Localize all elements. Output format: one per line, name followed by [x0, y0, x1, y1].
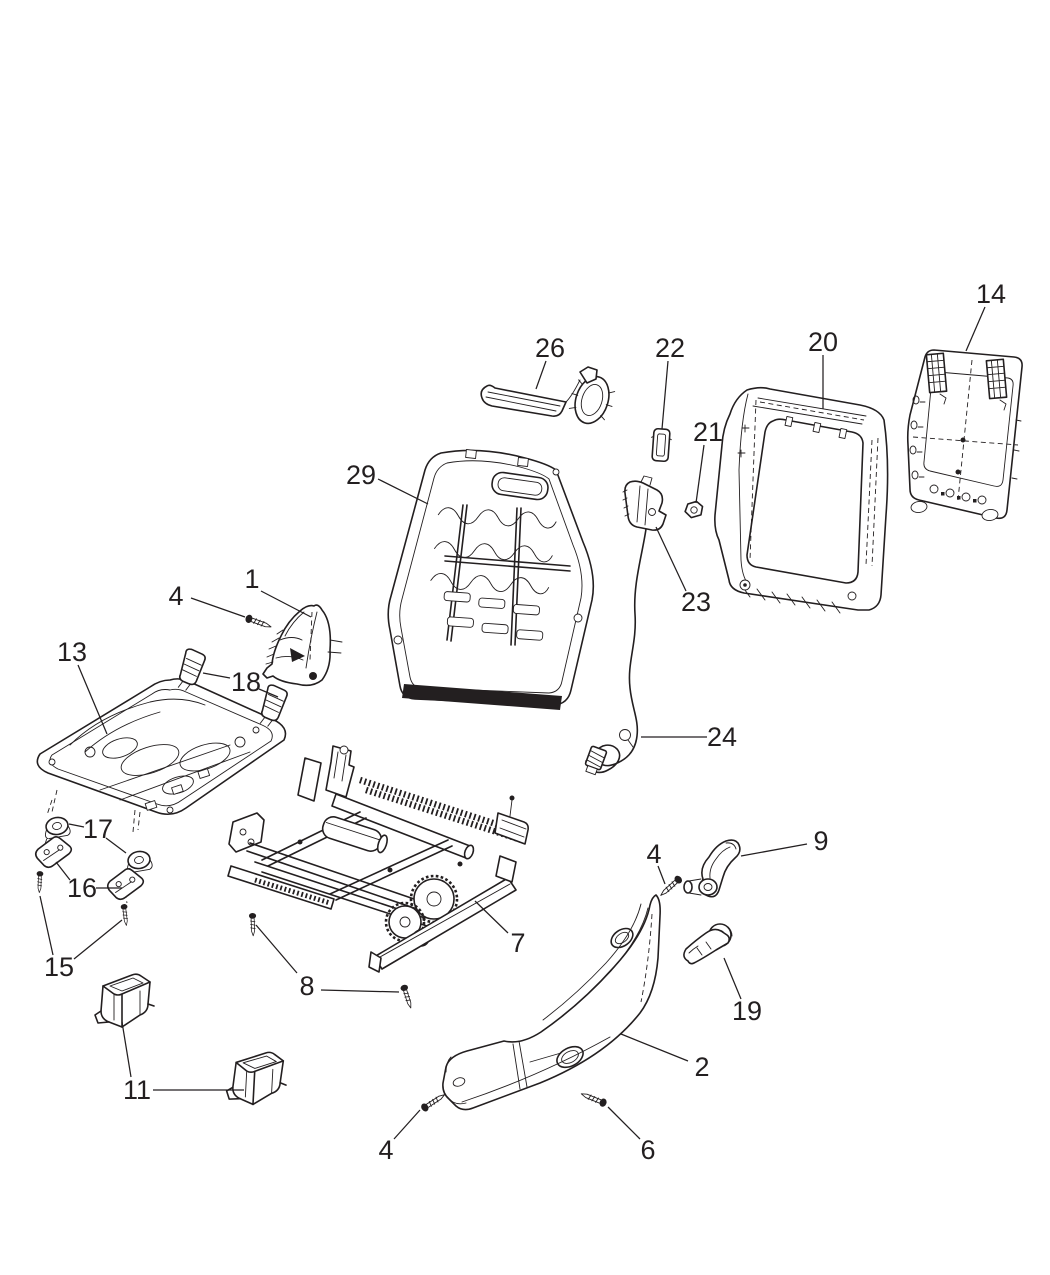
callout-label-17-12: 17: [83, 814, 113, 844]
callout-label-4-22: 4: [378, 1135, 393, 1165]
part-6-screw: [579, 1089, 609, 1109]
part-1-recliner-cover: [262, 604, 343, 687]
callout-label-4-8: 4: [168, 581, 183, 611]
leader-line-11: [121, 1021, 132, 1078]
callout-label-14-3: 14: [976, 279, 1006, 309]
leader-line-8: [320, 989, 400, 993]
leader-line-14: [965, 306, 986, 352]
callout-label-11-21: 11: [123, 1075, 151, 1105]
callout-label-2-20: 2: [694, 1052, 709, 1082]
part-26-strap-ring-bracket: [480, 366, 616, 425]
leader-line-29: [377, 478, 429, 505]
leader-line-17: [68, 823, 85, 828]
part-9-recliner-handle: [683, 839, 741, 898]
callout-label-18-10: 18: [231, 667, 261, 697]
callout-label-16-15: 16: [67, 873, 97, 903]
callout-label-21-4: 21: [693, 417, 723, 447]
part-16-bracket-front: [33, 834, 74, 870]
leader-line-4: [190, 597, 246, 618]
leader-line-17: [105, 837, 127, 854]
callout-label-6-23: 6: [640, 1135, 655, 1165]
part-21-nut: [684, 500, 704, 519]
parts-artwork: [33, 349, 1023, 1114]
callout-label-26-0: 26: [535, 333, 565, 363]
leader-line-6: [607, 1106, 641, 1140]
part-7-seat-adjuster: [227, 745, 529, 973]
callout-label-20-2: 20: [808, 327, 838, 357]
callout-label-4-14: 4: [646, 839, 661, 869]
leader-line-19: [723, 957, 742, 1000]
callout-label-15-17: 15: [44, 952, 74, 982]
callout-label-22-1: 22: [655, 333, 685, 363]
callout-label-8-18: 8: [299, 971, 314, 1001]
part-8-screw-left: [248, 912, 258, 937]
leader-line-18: [258, 688, 279, 698]
part-8-screw-right: [399, 983, 415, 1010]
part-20-seatback-trim-frame: [714, 386, 889, 614]
part-11-track-cover-front: [94, 973, 155, 1028]
part-4-screw-right: [657, 873, 685, 899]
leader-line-4: [657, 865, 666, 885]
leader-line-26: [535, 360, 547, 390]
leader-line-23: [655, 526, 687, 592]
leader-line-15: [73, 919, 123, 960]
leader-line-2: [620, 1033, 689, 1062]
part-13-cushion-pan: [36, 678, 287, 831]
callout-label-24-11: 24: [707, 722, 737, 752]
leader-line-8: [255, 924, 298, 974]
callout-label-1-7: 1: [244, 564, 259, 594]
leader-line-9: [740, 843, 808, 857]
part-29-seatback-frame: [387, 449, 595, 710]
part-19-lever: [683, 923, 733, 965]
leader-line-21: [695, 444, 705, 504]
part-15-screw-rear: [120, 903, 131, 927]
part-24-cable: [584, 528, 647, 776]
callout-label-19-19: 19: [732, 996, 762, 1026]
part-23-latch: [622, 475, 667, 531]
part-17-bushing-front: [41, 814, 72, 840]
part-14-seatback-panel: [906, 349, 1023, 522]
leader-line-13: [77, 664, 108, 735]
callout-label-23-6: 23: [681, 587, 711, 617]
leader-line-4: [393, 1109, 421, 1140]
part-2-cushion-side-shield: [442, 894, 661, 1111]
leader-line-7: [474, 900, 509, 934]
part-11-track-cover-rear: [225, 1049, 289, 1107]
part-4-screw-lower-left: [419, 1090, 448, 1114]
part-15-screw-front: [35, 870, 44, 894]
part-16-bracket-rear: [105, 866, 146, 902]
leader-line-16: [55, 861, 71, 881]
leader-line-15: [39, 895, 54, 956]
callout-label-7-16: 7: [510, 928, 525, 958]
callout-label-9-13: 9: [813, 826, 828, 856]
leader-line-1: [260, 590, 312, 618]
leader-line-18: [202, 672, 231, 679]
part-22-clip: [651, 427, 672, 463]
part-4-screw-upper-left: [243, 613, 273, 632]
callout-label-13-9: 13: [57, 637, 87, 667]
leader-line-22: [661, 360, 669, 430]
callout-label-29-5: 29: [346, 460, 376, 490]
